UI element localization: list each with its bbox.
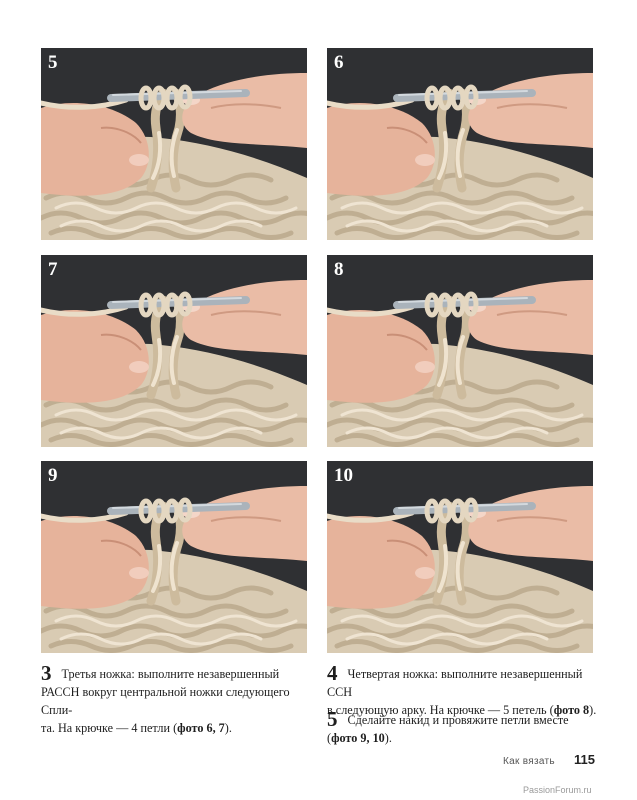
photo-number: 9: [48, 465, 58, 486]
section-title: Как вязать: [503, 756, 555, 767]
photo-number: 6: [334, 52, 344, 73]
step-text-line: Сделайте накид и провяжите петли вместе: [347, 713, 569, 727]
photo-reference: фото 6, 7: [177, 721, 225, 735]
watermark: PassionForum.ru: [523, 785, 592, 795]
knitting-illustration: [41, 461, 307, 653]
step-text-line: РАССН вокруг центральной ножки следующег…: [41, 685, 290, 717]
knitting-illustration: [41, 255, 307, 447]
knitting-illustration: [327, 255, 593, 447]
knitting-illustration: [41, 48, 307, 240]
photo-number: 10: [334, 465, 353, 486]
step-number: 4: [327, 661, 338, 685]
photo-number: 8: [334, 259, 344, 280]
step-number: 5: [327, 707, 338, 731]
step-text-line: Третья ножка: выполните незавершенный: [61, 667, 280, 681]
photo-number: 5: [48, 52, 58, 73]
photo-reference: фото 9, 10: [331, 731, 385, 745]
instruction-step-3: 3 Третья ножка: выполните незавершенный Р…: [41, 661, 316, 737]
photo-step-6: 6: [327, 48, 593, 240]
photo-step-8: 8: [327, 255, 593, 447]
photo-step-7: 7: [41, 255, 307, 447]
page-number: 115: [574, 752, 595, 767]
knitting-illustration: [327, 461, 593, 653]
instruction-step-5: 5 Сделайте накид и провяжите петли вместе…: [327, 707, 569, 746]
knitting-illustration: [327, 48, 593, 240]
photo-step-10: 10: [327, 461, 593, 653]
step-number: 3: [41, 661, 52, 685]
photo-step-5: 5: [41, 48, 307, 240]
photo-reference: фото 8: [553, 703, 590, 717]
step-text-line: Четвертая ножка: выполните незавершенный…: [327, 667, 583, 699]
photo-step-9: 9: [41, 461, 307, 653]
photo-number: 7: [48, 259, 58, 280]
